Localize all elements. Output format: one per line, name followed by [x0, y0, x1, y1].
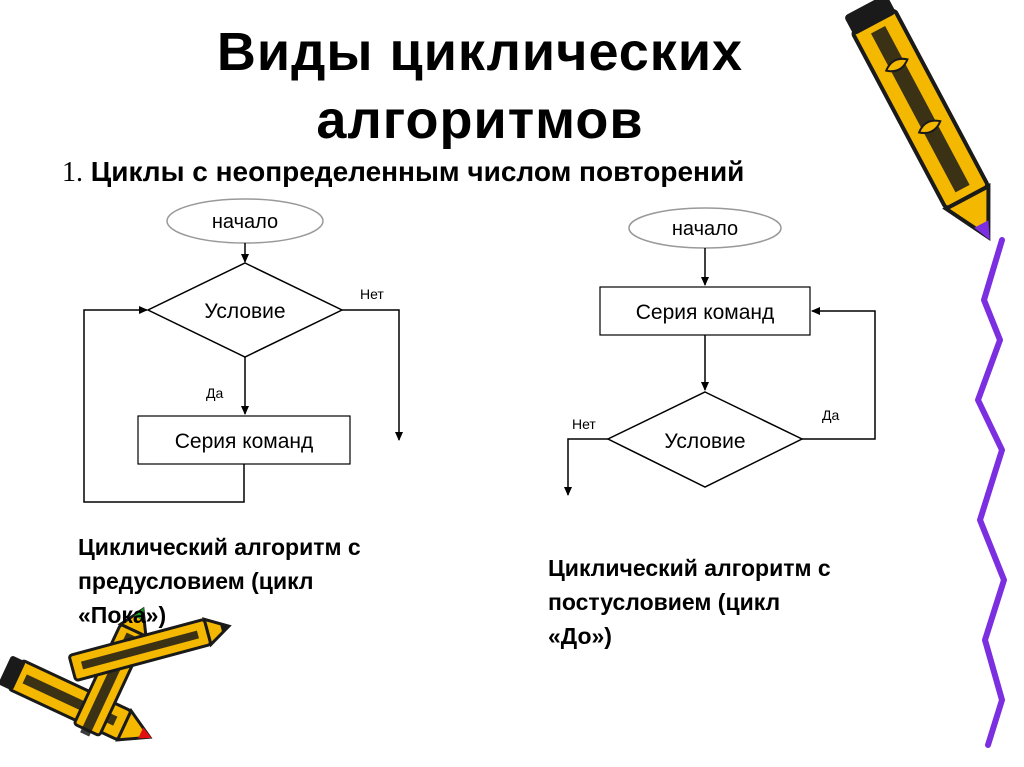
right-start-label: начало — [672, 218, 738, 240]
left-body-box — [137, 415, 351, 465]
slide-subtitle: 1. Циклы с неопределенным числом повторе… — [62, 156, 962, 189]
right-flowchart: начало Серия команд Условие Нет Да — [564, 207, 876, 496]
title-line-2: алгоритмов — [316, 90, 644, 150]
right-caption-line-3: «До») — [548, 623, 612, 649]
left-no-label: Нет — [360, 286, 384, 302]
right-no-label: Нет — [572, 416, 596, 432]
right-caption-line-2: постусловием (цикл — [548, 589, 781, 615]
right-yes-loop-line — [802, 307, 876, 440]
left-flowchart: начало Условие Нет Да Серия команд — [83, 198, 403, 503]
right-no-branch-line — [564, 438, 608, 496]
right-condition-diamond — [606, 391, 804, 488]
right-caption: Циклический алгоритм с постусловием (цик… — [548, 551, 968, 653]
subtitle-text: Циклы с неопределенным числом повторений — [90, 156, 745, 187]
subtitle-number: 1. — [62, 157, 83, 188]
right-condition-label: Условие — [664, 430, 745, 453]
right-body-label: Серия команд — [636, 301, 775, 324]
left-no-branch-line — [342, 309, 403, 441]
right-body-box — [599, 286, 811, 336]
pencil-top-right-icon — [845, 0, 991, 241]
left-condition-label: Условие — [204, 300, 285, 323]
left-caption-line-3: «Пока») — [78, 602, 167, 628]
title-line-1: Виды циклических — [216, 22, 744, 82]
left-body-label: Серия команд — [175, 430, 314, 453]
right-caption-line-1: Циклический алгоритм с — [548, 555, 831, 581]
right-yes-label: Да — [822, 407, 839, 423]
purple-squiggle-decoration — [975, 237, 1007, 748]
left-yes-label: Да — [206, 385, 223, 401]
pencil-bottom-left-long-icon — [68, 617, 232, 682]
slide-title: Виды циклических алгоритмов — [90, 18, 870, 154]
left-caption-line-1: Циклический алгоритм с — [78, 534, 361, 560]
left-start-label: начало — [212, 211, 278, 233]
left-caption: Циклический алгоритм с предусловием (цик… — [78, 530, 498, 632]
left-caption-line-2: предусловием (цикл — [78, 568, 314, 594]
left-loop-back-line — [83, 306, 245, 503]
